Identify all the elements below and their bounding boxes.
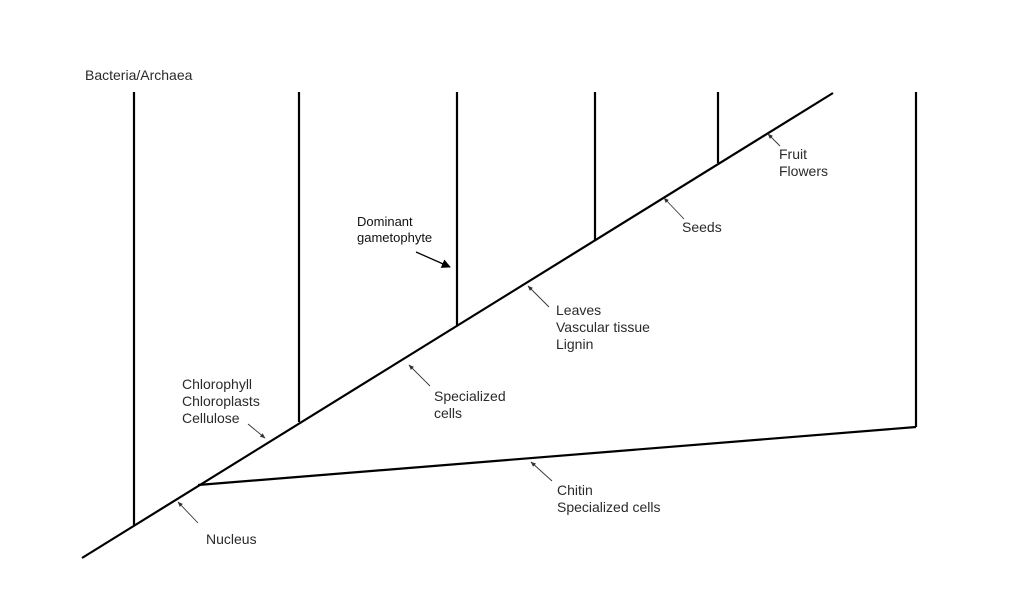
arrow-flowers: [767, 133, 781, 147]
label-cellulose: Cellulose: [182, 410, 240, 426]
main-trunk: [81, 92, 834, 559]
label-specialized-cells: Specialized cells: [434, 388, 506, 422]
arrow-cellulose: [247, 423, 266, 439]
label-gametophyte-text: gametophyte: [357, 230, 433, 245]
arrow-chitin: [530, 461, 553, 482]
label-chitin-text: Chitin: [557, 482, 593, 498]
label-chloroplasts: Chloroplasts: [182, 393, 260, 409]
label-bacteria-archaea: Bacteria/Archaea: [85, 67, 192, 84]
label-chitin: Chitin Specialized cells: [557, 482, 661, 516]
label-nucleus-text: Nucleus: [206, 531, 257, 547]
label-specialized-cells-fungi: Specialized cells: [557, 499, 661, 515]
label-leaves: Leaves: [556, 302, 602, 318]
label-lignin: Lignin: [556, 336, 594, 352]
arrow-seeds: [663, 197, 685, 220]
arrow-nucleus: [177, 501, 199, 524]
label-chlorophyll: Chlorophyll: [182, 376, 253, 392]
label-plant-traits: Chlorophyll Chloroplasts Cellulose: [182, 376, 260, 427]
fungal-lineage: [197, 425, 917, 487]
label-bacteria-archaea-text: Bacteria/Archaea: [85, 67, 193, 83]
label-seeds-text: Seeds: [682, 219, 722, 235]
label-vascular: Leaves Vascular tissue Lignin: [556, 302, 650, 353]
arrow-vascular: [527, 285, 550, 308]
label-fruit: Fruit: [779, 146, 807, 162]
label-dominant: Dominant: [357, 214, 413, 229]
arrow-specialized: [408, 364, 431, 387]
label-gametophyte: Dominant gametophyte: [357, 214, 432, 246]
label-flowers: Flowers: [779, 163, 829, 179]
label-fruit-flowers: Fruit Flowers: [779, 146, 828, 180]
label-seeds: Seeds: [682, 219, 722, 236]
label-specialized: Specialized: [434, 388, 506, 404]
label-cells: cells: [434, 405, 463, 421]
arrow-gametophyte: [415, 251, 451, 268]
label-vascular-tissue: Vascular tissue: [556, 319, 650, 335]
label-nucleus: Nucleus: [206, 531, 257, 548]
